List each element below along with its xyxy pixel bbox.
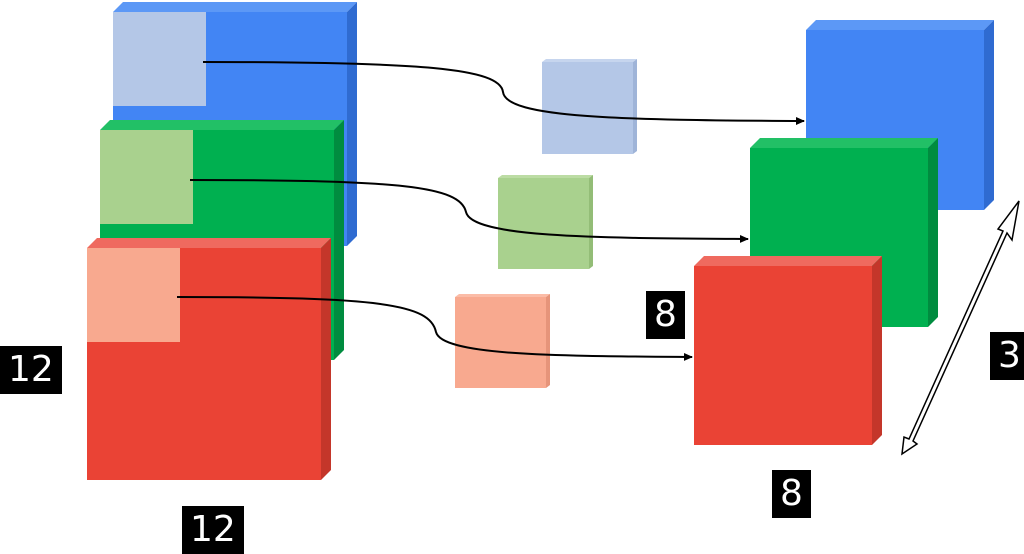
input-green-side [334, 120, 344, 360]
input-green-kernel-window [100, 130, 193, 224]
output-width-label: 8 [772, 470, 811, 518]
connector-arrow-blue [202, 61, 805, 125]
connector-arrow-green [189, 179, 749, 243]
output-channel-red [694, 256, 882, 445]
output-height-label: 8 [646, 291, 685, 339]
input-blue-kernel-window [113, 12, 206, 106]
kernel-green [498, 175, 593, 269]
input-red-kernel-window [87, 248, 180, 342]
input-red-side [321, 238, 331, 480]
input-red-top [87, 238, 331, 248]
kernel-red [455, 294, 550, 388]
connector-arrow-red [176, 296, 693, 361]
input-blue-top [113, 2, 357, 12]
input-green-top [100, 120, 344, 130]
input-height-label: 12 [0, 346, 62, 394]
channels-label: 3 [990, 332, 1024, 380]
input-channel-red [87, 238, 331, 480]
double-headed-arrow-icon [901, 200, 1020, 456]
input-width-label: 12 [182, 506, 244, 554]
input-blue-side [347, 2, 357, 246]
kernel-blue [542, 59, 637, 154]
